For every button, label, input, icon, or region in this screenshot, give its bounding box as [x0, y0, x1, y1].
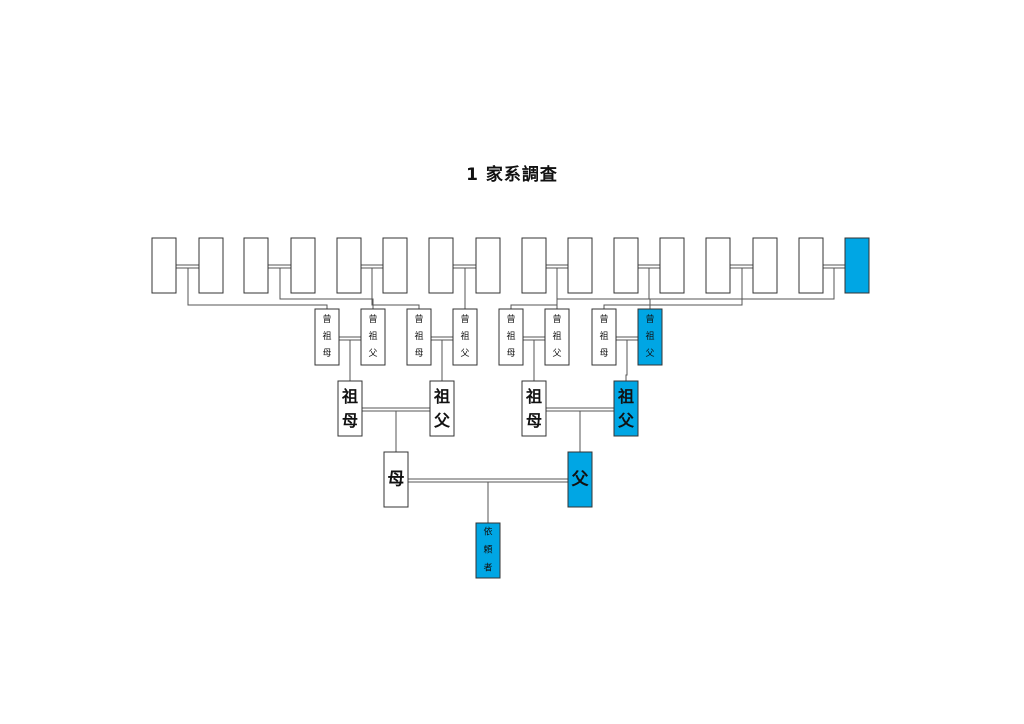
great-grandmother-box-2[interactable]	[406, 308, 432, 366]
descent-line-l3-4	[625, 340, 628, 381]
great-great-grandparent-box-14[interactable]	[752, 237, 778, 294]
great-great-grandparent-box-1[interactable]	[151, 237, 177, 294]
great-grandfather-box-2-label: 曾祖父	[460, 313, 469, 359]
great-grandfather-box-1-label: 曾祖父	[368, 313, 377, 359]
descent-line-l4-1	[187, 268, 328, 309]
great-grandmother-box-3[interactable]	[498, 308, 524, 366]
great-great-grandparent-box-8[interactable]	[475, 237, 501, 294]
father-box[interactable]	[567, 451, 593, 508]
descent-line-l4-5	[510, 268, 558, 309]
tree-connectors	[176, 264, 845, 523]
great-grandfather-box-4-label: 曾祖父	[645, 313, 654, 359]
great-great-grandparent-box-7[interactable]	[428, 237, 454, 294]
great-great-grandparent-box-6[interactable]	[382, 237, 408, 294]
grandfather-box-1[interactable]	[429, 380, 455, 437]
page-title: 1 家系調査	[466, 165, 558, 185]
great-grandfather-box-2[interactable]	[452, 308, 478, 366]
great-grandmother-box-4[interactable]	[591, 308, 617, 366]
great-great-grandparent-box-15[interactable]	[798, 237, 824, 294]
great-grandmother-box-2-label: 曾祖母	[414, 313, 423, 359]
great-great-grandparent-box-5[interactable]	[336, 237, 362, 294]
descent-line-l4-2	[279, 268, 374, 309]
descent-line-l4-8	[649, 268, 835, 309]
great-great-grandparent-box-12[interactable]	[659, 237, 685, 294]
grandmother-box-2-label: 祖母	[525, 387, 542, 430]
grandmother-box-1-label: 祖母	[341, 387, 358, 430]
great-great-grandparent-box-13[interactable]	[705, 237, 731, 294]
great-great-grandparent-box-9[interactable]	[521, 237, 547, 294]
mother-box[interactable]	[383, 451, 409, 508]
descent-line-l4-6	[556, 268, 650, 309]
mother-box-label: 母	[388, 470, 405, 490]
great-great-grandparent-box-2[interactable]	[198, 237, 224, 294]
grandmother-box-1[interactable]	[337, 380, 363, 437]
grandmother-box-2[interactable]	[521, 380, 547, 437]
great-great-grandparent-box-10[interactable]	[567, 237, 593, 294]
great-great-grandparent-box-3[interactable]	[243, 237, 269, 294]
great-great-grandparent-box-16[interactable]	[844, 237, 870, 294]
grandfather-box-1-label: 祖父	[433, 387, 451, 430]
descent-line-l4-7	[603, 268, 743, 309]
great-grandmother-box-4-label: 曾祖母	[599, 313, 608, 359]
great-grandfather-box-4[interactable]	[637, 308, 663, 366]
descent-line-l4-3	[371, 268, 420, 309]
great-grandfather-box-3[interactable]	[544, 308, 570, 366]
grandfather-box-2-label: 祖父	[617, 387, 635, 430]
great-grandfather-box-1[interactable]	[360, 308, 386, 366]
client-box-label: 依頼者	[483, 526, 492, 574]
great-great-grandparent-box-4[interactable]	[290, 237, 316, 294]
grandfather-box-2[interactable]	[613, 380, 639, 437]
great-great-grandparent-box-11[interactable]	[613, 237, 639, 294]
father-box-label: 父	[571, 470, 590, 490]
great-grandmother-box-3-label: 曾祖母	[506, 313, 515, 359]
great-grandmother-box-1-label: 曾祖母	[322, 313, 331, 359]
great-grandfather-box-3-label: 曾祖父	[552, 313, 561, 359]
client-box[interactable]	[475, 522, 501, 579]
great-grandmother-box-1[interactable]	[314, 308, 340, 366]
